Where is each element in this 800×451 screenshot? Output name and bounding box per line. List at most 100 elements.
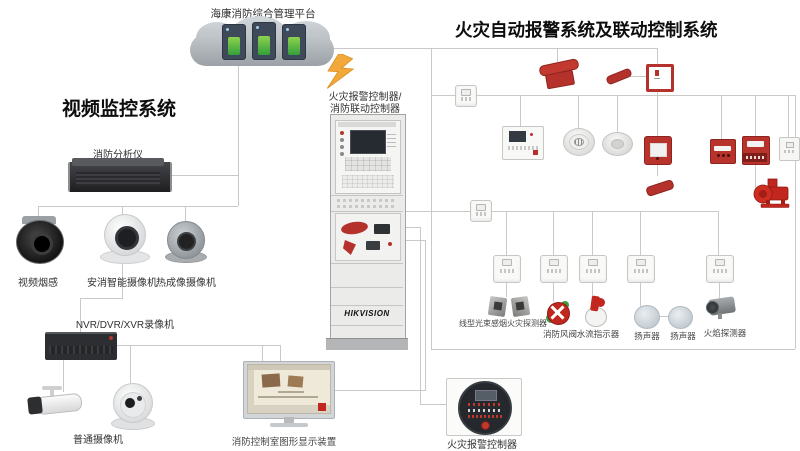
connector (755, 95, 756, 136)
cabinet-keypad (345, 157, 391, 171)
fire-pump (752, 174, 792, 210)
connector (721, 95, 722, 139)
io-module (706, 255, 734, 283)
cabinet-pedestal (326, 338, 408, 350)
io-module (779, 137, 800, 161)
cloud-platform (188, 16, 338, 72)
camera-label-video-smoke: 视频烟感 (18, 278, 58, 289)
io-module (627, 255, 655, 283)
video-system-title: 视频监控系统 (62, 99, 177, 120)
dome-camera (106, 381, 158, 430)
speaker-label-1: 扬声器 (634, 331, 660, 341)
connector (280, 345, 281, 365)
cabinet-brand: HIKVISION (344, 309, 390, 318)
connector (617, 95, 618, 133)
io-module (455, 85, 477, 107)
connector (640, 211, 641, 255)
connector (592, 281, 593, 300)
fire-alarm-panel (446, 378, 522, 436)
speaker-label-2: 扬声器 (670, 331, 696, 341)
connector (431, 349, 795, 350)
server-icon (282, 24, 306, 60)
connector (592, 211, 593, 255)
connector (238, 62, 239, 206)
connector (80, 298, 81, 332)
connector (335, 390, 426, 391)
hydrant-button (742, 136, 770, 165)
connector (168, 175, 238, 176)
camera-label-smart: 安消智能摄像机 (87, 278, 157, 289)
graphic-display-label: 消防控制室图形显示装置 (231, 437, 337, 448)
connector (718, 211, 719, 255)
connector (630, 76, 646, 77)
connector (553, 211, 554, 255)
connector (38, 206, 238, 207)
fire-analyzer-device (68, 156, 172, 196)
connector (405, 240, 426, 241)
heat-detector (602, 132, 633, 156)
telephone-cradle (340, 220, 369, 236)
connector (262, 345, 263, 365)
connector (578, 95, 579, 130)
telephone-jack (646, 64, 674, 92)
connector (130, 345, 131, 383)
io-module (470, 200, 492, 222)
controller-label-line2: 消防联动控制器 (330, 104, 400, 115)
connector (719, 281, 720, 298)
controller-label-line1: 火灾报警控制器/ (328, 92, 402, 103)
connector (640, 281, 641, 308)
connector (122, 206, 123, 216)
connector (80, 298, 123, 299)
connector (431, 95, 795, 96)
connector (322, 48, 657, 49)
video-smoke-camera (16, 216, 64, 264)
connector (115, 345, 280, 346)
flame-detector-label: 火焰探测器 (703, 328, 747, 338)
telephone-handset (644, 176, 675, 198)
thermal-camera (163, 219, 207, 263)
fire-control-cabinet: HIKVISION (330, 114, 406, 340)
connector (420, 227, 421, 404)
lightning-icon (326, 54, 355, 89)
fire-system-title: 火灾自动报警系统及联动控制系统 (455, 20, 718, 40)
cabinet-control-panel (335, 120, 401, 194)
connector (755, 163, 756, 190)
server-icon (222, 24, 246, 60)
smart-camera (98, 212, 150, 264)
fire-alarm-panel-label: 火灾报警控制器 (447, 440, 517, 451)
connector (553, 281, 554, 302)
nvr-device (45, 332, 117, 360)
water-flow-indicator (582, 295, 608, 327)
io-module (579, 255, 607, 283)
connector (657, 48, 658, 64)
connector (657, 163, 658, 176)
nvr-label: NVR/DVR/XVR录像机 (75, 320, 175, 331)
connector (557, 48, 558, 62)
io-module (493, 255, 521, 283)
connector (520, 95, 521, 127)
bullet-camera (26, 386, 84, 422)
manual-call-point (644, 136, 672, 165)
connector (63, 358, 64, 392)
sounder-strobe (710, 139, 736, 164)
connector (405, 227, 421, 228)
cabinet-screen (350, 130, 386, 154)
connector (795, 95, 796, 349)
water-flow-label: 水流指示器 (576, 329, 620, 339)
connector (185, 206, 186, 221)
fire-damper-label: 消防风阀 (542, 329, 577, 339)
connector (420, 404, 446, 405)
connector (425, 240, 426, 390)
connector (431, 48, 432, 349)
connector (788, 95, 789, 137)
connector (122, 262, 123, 298)
speaker (634, 305, 660, 329)
connector (506, 211, 507, 255)
io-module (540, 255, 568, 283)
fire-telephone (536, 57, 580, 90)
graphic-display-monitor (243, 361, 335, 429)
basic-camera-label: 普通摄像机 (73, 435, 123, 446)
connector (405, 211, 718, 212)
connector (657, 86, 658, 136)
server-icon (252, 22, 276, 60)
